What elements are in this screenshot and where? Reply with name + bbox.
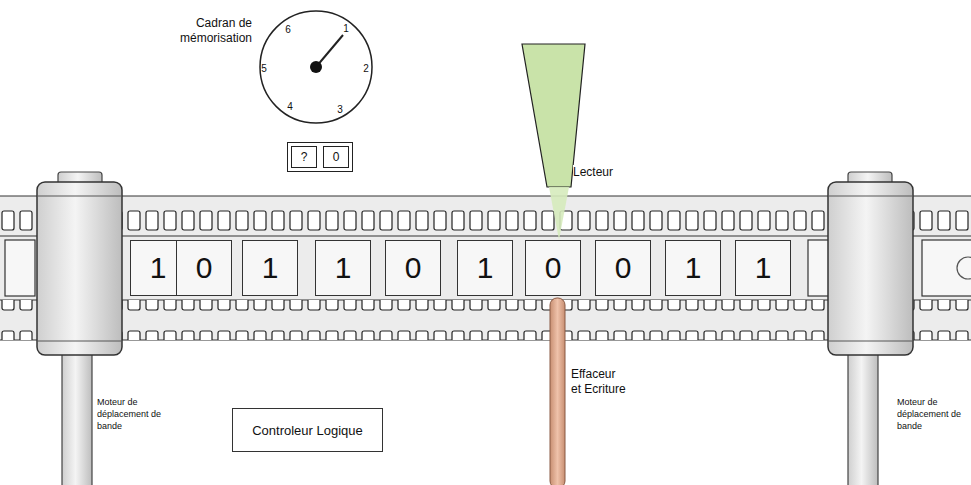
controller-box: Controleur Logique <box>232 408 383 452</box>
dial-face <box>260 11 372 123</box>
tape-cell: 1 <box>457 240 513 296</box>
motor-shaft <box>62 352 92 485</box>
tape-cell <box>922 240 971 296</box>
dial-number: 4 <box>287 101 293 112</box>
tape-cell: 0 <box>176 240 232 296</box>
register-cell: ? <box>291 146 317 168</box>
reader-beam <box>549 187 569 240</box>
dial-number: 3 <box>337 104 343 115</box>
dial-number: 6 <box>285 24 291 35</box>
tape <box>0 196 971 340</box>
tape-symbol: 1 <box>755 251 772 285</box>
tape-cell: 0 <box>525 240 581 296</box>
motor-label: Moteur de déplacement de bande <box>97 396 177 432</box>
dial-number: 2 <box>363 63 369 74</box>
register-cell: 0 <box>323 146 349 168</box>
sprocket-holes <box>0 300 971 340</box>
dial-number: 5 <box>261 63 267 74</box>
state-register: ?0 <box>287 142 353 172</box>
partial-symbol <box>957 257 971 279</box>
dial-hand <box>316 35 343 67</box>
tape-symbol: 1 <box>150 251 167 285</box>
register-value: ? <box>301 150 308 164</box>
motor-shaft <box>848 352 878 485</box>
tape-cell: 0 <box>595 240 651 296</box>
tape-symbol: 0 <box>545 251 562 285</box>
reader-label: Lecteur <box>573 165 653 180</box>
tape-cell: 1 <box>242 240 298 296</box>
tape-motor <box>37 182 122 355</box>
tape-cell <box>5 240 35 296</box>
memory-dial: Cadran de mémorisation123456 <box>260 11 372 123</box>
tape-symbol: 1 <box>262 251 279 285</box>
tape-cell: 1 <box>665 240 721 296</box>
tape-cell: 1 <box>735 240 791 296</box>
motor-label: Moteur de déplacement de bande <box>897 396 967 432</box>
tape-cell: 1 <box>315 240 371 296</box>
tape-symbol: 0 <box>196 251 213 285</box>
controller-label: Controleur Logique <box>252 423 363 438</box>
tape-motor <box>828 182 913 355</box>
dial-title: Cadran de mémorisation <box>152 16 252 46</box>
writer-label: Effaceur et Ecriture <box>571 367 627 397</box>
tape-symbol: 1 <box>335 251 352 285</box>
tape-symbol: 1 <box>477 251 494 285</box>
tape-symbol: 0 <box>405 251 422 285</box>
tape-cell: 0 <box>385 240 441 296</box>
tape-symbol: 1 <box>685 251 702 285</box>
register-value: 0 <box>333 150 340 164</box>
dial-pivot <box>310 61 322 73</box>
write-erase-head <box>550 298 565 485</box>
dial-number: 1 <box>343 23 349 34</box>
tape-symbol: 0 <box>615 251 632 285</box>
sprocket-holes <box>0 196 971 236</box>
